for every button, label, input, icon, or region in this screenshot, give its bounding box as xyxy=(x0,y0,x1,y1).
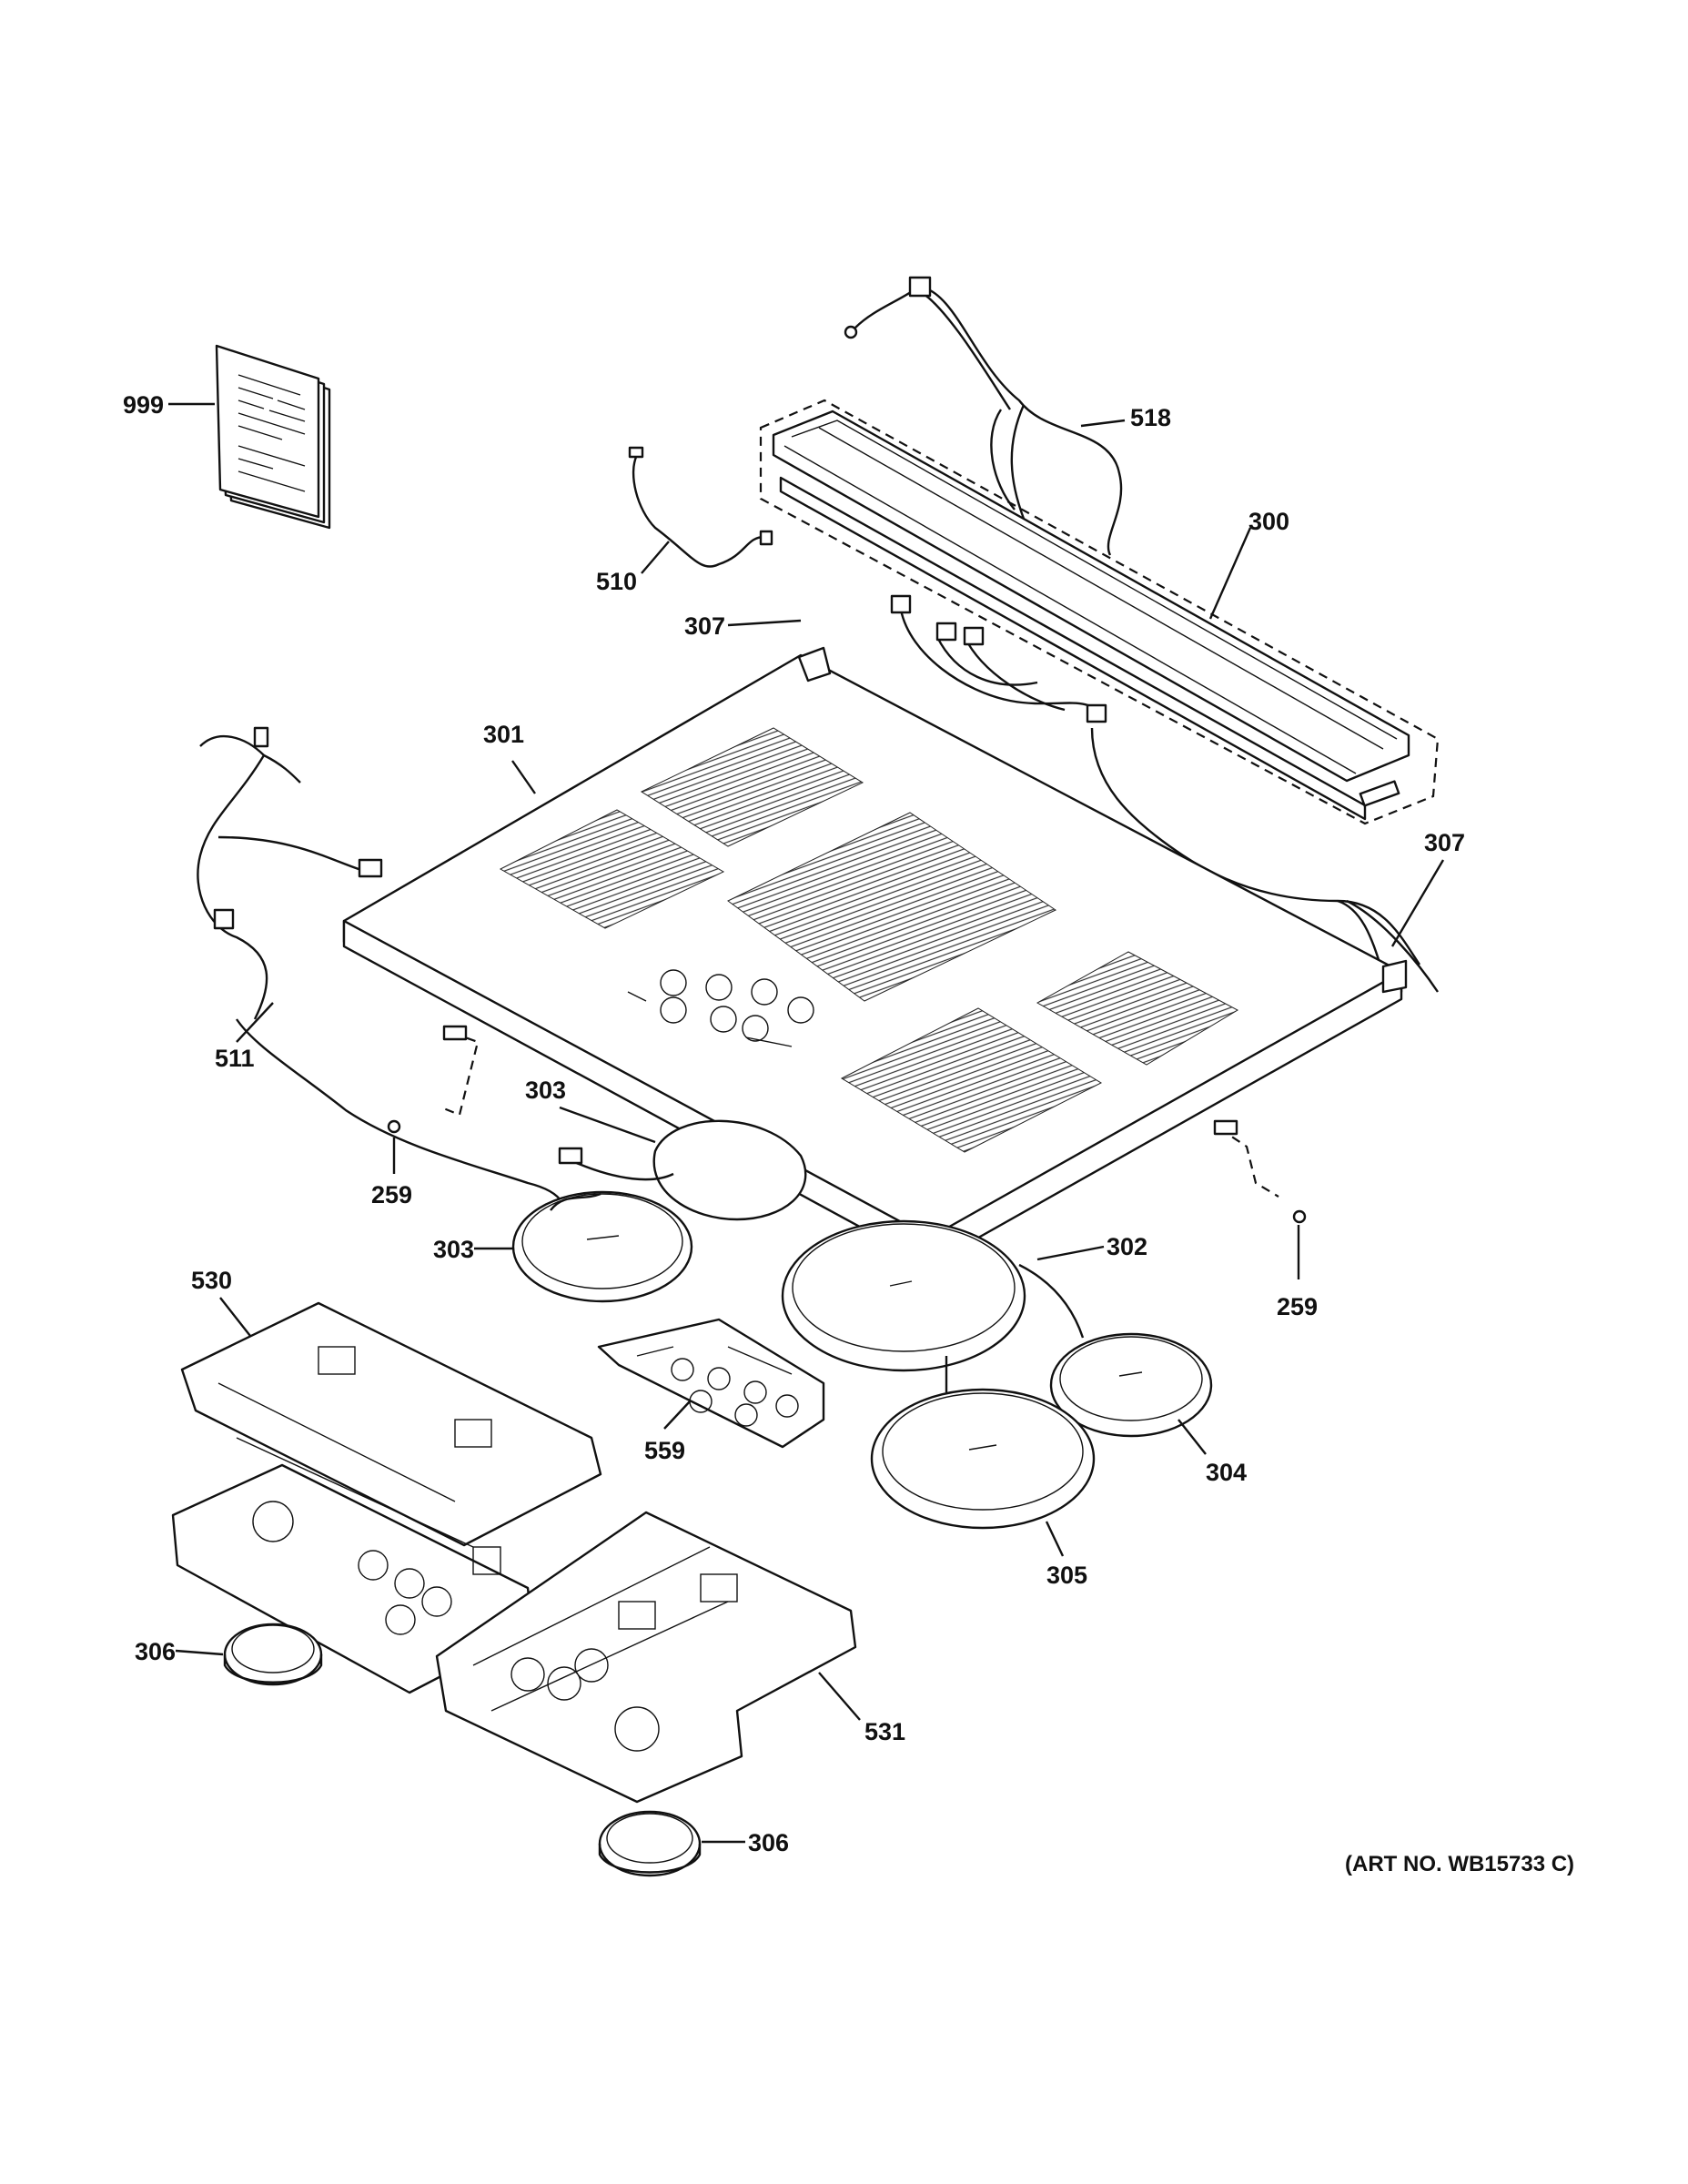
induction-coil-305 xyxy=(870,1356,1096,1530)
callout-304: 304 xyxy=(1206,1459,1247,1486)
callout-306-lower: 306 xyxy=(748,1829,789,1856)
callout-999: 999 xyxy=(123,391,164,419)
generator-module-530 xyxy=(171,1301,602,1694)
art-number: (ART NO. WB15733 C) xyxy=(1345,1852,1574,1876)
callout-531: 531 xyxy=(864,1718,905,1745)
callout-306-upper: 306 xyxy=(135,1638,176,1665)
callout-511: 511 xyxy=(215,1045,255,1072)
induction-coil-303-front xyxy=(511,1190,693,1303)
callout-302: 302 xyxy=(1107,1233,1147,1260)
callout-510: 510 xyxy=(596,568,637,595)
wire-harness-511 xyxy=(197,726,566,1229)
generator-module-531 xyxy=(435,1511,857,1804)
burner-harness xyxy=(890,594,1439,993)
callout-301: 301 xyxy=(483,721,524,748)
callout-530: 530 xyxy=(191,1267,232,1294)
ring-306-lower xyxy=(598,1810,702,1877)
leader-lines xyxy=(168,402,1445,1844)
ring-306-upper xyxy=(223,1623,323,1686)
callout-labels: 999 518 300 510 307 301 307 511 303 259 … xyxy=(123,391,1465,1856)
callout-259-left: 259 xyxy=(371,1181,412,1208)
wire-harness-518 xyxy=(844,276,1123,556)
vent-trim-assembly xyxy=(759,399,1440,825)
callout-305: 305 xyxy=(1046,1562,1087,1589)
callout-518: 518 xyxy=(1130,404,1171,431)
callout-307-top: 307 xyxy=(684,612,725,640)
induction-coil-304 xyxy=(1049,1332,1213,1438)
literature-manual xyxy=(215,344,331,530)
callout-300: 300 xyxy=(1248,508,1289,535)
callout-259-right: 259 xyxy=(1277,1293,1318,1320)
callout-303-rear: 303 xyxy=(525,1077,566,1104)
callout-559: 559 xyxy=(644,1437,685,1464)
control-board-559 xyxy=(597,1318,825,1449)
bracket-left xyxy=(440,1025,480,1117)
wire-harness-510 xyxy=(628,446,773,568)
bracket-right xyxy=(1213,1119,1279,1198)
induction-coil-303-rear xyxy=(558,1119,807,1221)
screw-icon xyxy=(387,1119,1307,1224)
callout-303-front: 303 xyxy=(433,1236,474,1263)
callout-307-right: 307 xyxy=(1424,829,1465,856)
induction-coil-302 xyxy=(781,1219,1085,1372)
